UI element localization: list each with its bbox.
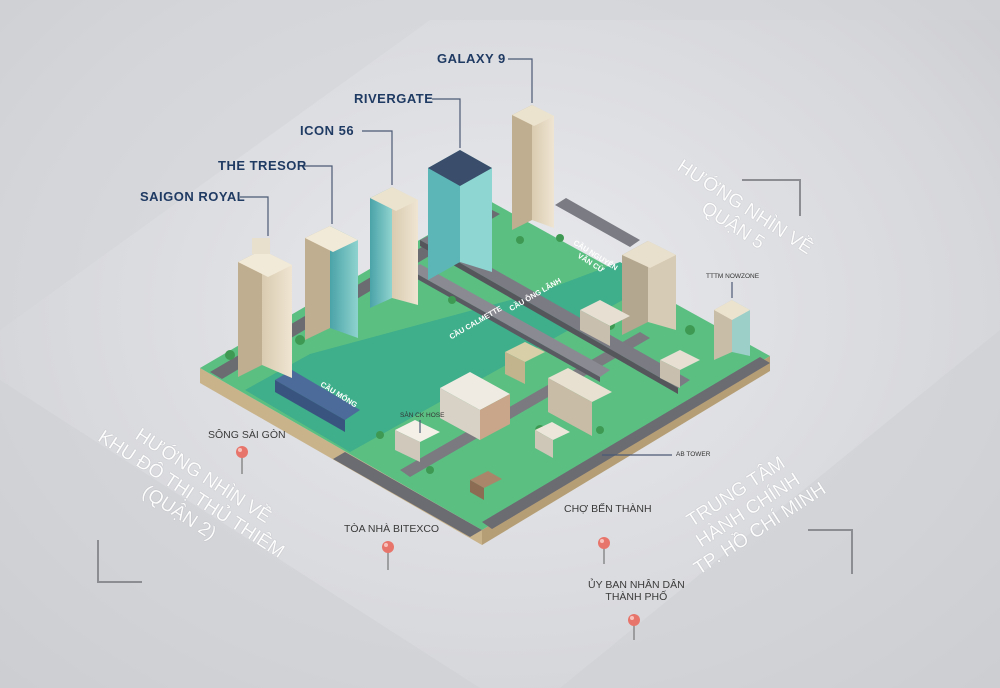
corner-marker <box>742 179 801 216</box>
building-residential <box>622 241 676 335</box>
pin-bitexco[interactable] <box>382 541 394 570</box>
label-san-ck-hose: SÀN CK HOSE <box>400 412 445 419</box>
label-icon-56: ICON 56 <box>300 123 355 138</box>
building-icon-56 <box>370 187 418 308</box>
label-ab-tower: AB TOWER <box>676 451 711 458</box>
label-cho-ben-thanh: CHỢ BẾN THÀNH <box>564 503 652 515</box>
label-tttm-nowzone: TTTM NOWZONE <box>706 273 760 280</box>
label-rivergate: RIVERGATE <box>354 91 434 106</box>
label-song-sai-gon: SÔNG SÀI GÒN <box>208 429 286 441</box>
pin-ubnd[interactable] <box>628 614 640 640</box>
corner-marker <box>808 529 853 574</box>
label-saigon-royal: SAIGON ROYAL <box>140 189 246 204</box>
leader-lines <box>240 58 733 456</box>
building-tttm-nowzone <box>714 300 750 360</box>
building-rivergate <box>428 150 492 280</box>
building-the-tresor <box>305 226 358 340</box>
road <box>333 452 482 537</box>
label-ubnd: ỦY BAN NHÂN DÂN THÀNH PHỐ <box>588 579 685 603</box>
low-rise-buildings <box>395 300 700 500</box>
corner-marker <box>97 540 142 583</box>
pin-cho-ben-thanh[interactable] <box>598 537 610 564</box>
label-the-tresor: THE TRESOR <box>218 158 307 173</box>
label-bitexco: TÒA NHÀ BITEXCO <box>344 523 440 535</box>
elevated-highway <box>410 198 690 394</box>
bridge-mong <box>275 370 360 432</box>
pin-song-sai-gon[interactable] <box>236 446 248 474</box>
road <box>482 357 770 529</box>
building-galaxy-9 <box>512 105 554 230</box>
building-saigon-royal <box>238 238 292 378</box>
label-galaxy-9: GALAXY 9 <box>437 51 506 66</box>
